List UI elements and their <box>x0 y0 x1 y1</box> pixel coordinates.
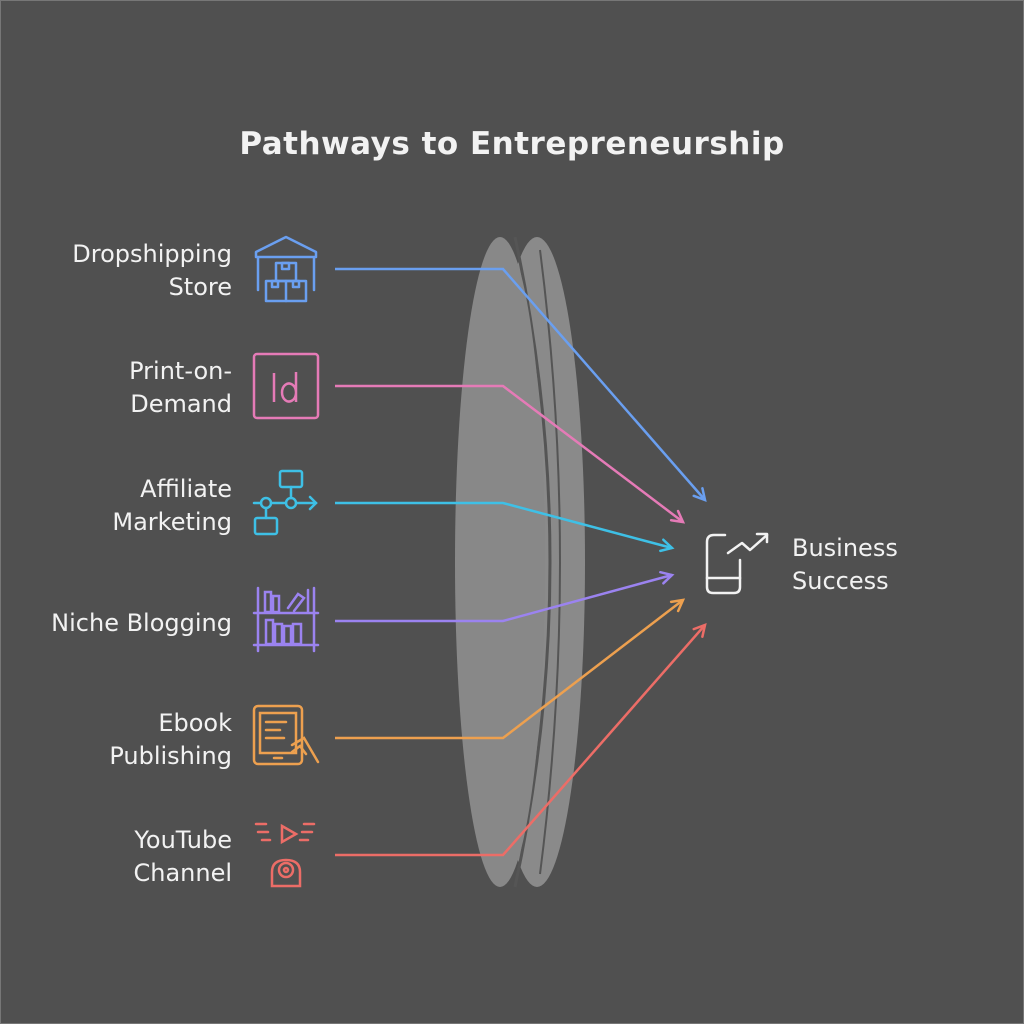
video-camera-icon <box>254 822 316 888</box>
warehouse-icon <box>254 235 318 303</box>
pathway-label-niche-blogging: Niche Blogging <box>51 609 232 637</box>
arrowhead-icon <box>692 487 707 502</box>
lens-ring-line <box>513 236 552 888</box>
bookshelf-icon <box>252 586 320 653</box>
connector-arrow <box>335 573 673 623</box>
connector-arrow <box>335 624 706 857</box>
connector-arrow <box>335 384 684 523</box>
lens-ring-line <box>539 249 561 875</box>
pathway-label-print-on-demand: Print-on-Demand <box>129 357 232 418</box>
growth-chart-icon <box>705 532 769 595</box>
ereader-icon <box>252 704 320 766</box>
connector-arrow <box>335 267 706 501</box>
lens-front <box>455 237 545 887</box>
diagram-title: Pathways to Entrepreneurship <box>239 126 785 162</box>
connector-arrow <box>335 501 673 550</box>
arrowhead-icon <box>669 598 686 613</box>
arrowhead-icon <box>692 623 707 638</box>
arrowhead-icon <box>669 509 686 524</box>
arrowhead-icon <box>659 538 675 553</box>
indesign-icon <box>252 352 320 420</box>
flowchart-icon <box>252 469 318 536</box>
lens <box>455 236 585 888</box>
connector-arrow <box>335 599 684 740</box>
arrowhead-icon <box>659 570 675 585</box>
